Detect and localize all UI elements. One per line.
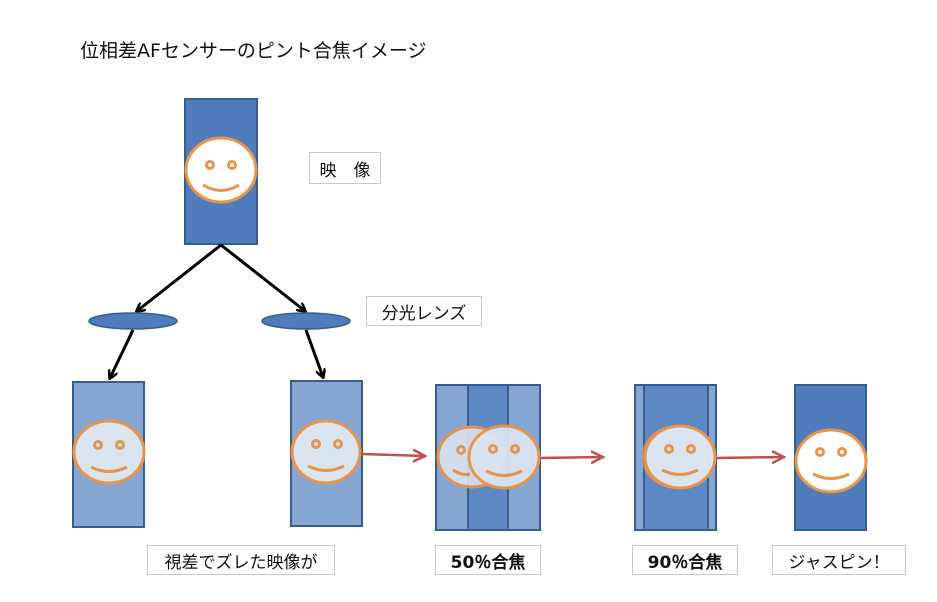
smiley-face-icon bbox=[641, 424, 717, 490]
focus-100-image bbox=[794, 384, 868, 531]
label-parallax: 視差でズレた映像が bbox=[147, 545, 335, 575]
split-image-right bbox=[290, 380, 363, 527]
smiley-face-icon bbox=[467, 424, 541, 490]
label-splitter-lens: 分光レンズ bbox=[366, 296, 482, 326]
focus-50-image bbox=[435, 384, 541, 531]
smiley-face-icon bbox=[72, 419, 146, 485]
smiley-face-icon bbox=[290, 419, 362, 485]
focus-90-image bbox=[634, 384, 717, 531]
diagram-title: 位相差AFセンサーのピント合焦イメージ bbox=[80, 40, 427, 62]
progress-arrow-2 bbox=[539, 457, 603, 458]
lens-arrow-right bbox=[304, 329, 323, 377]
split-arrow-left bbox=[137, 243, 222, 311]
progress-arrow-1 bbox=[361, 454, 425, 456]
lens-left bbox=[88, 312, 178, 330]
smiley-face-icon bbox=[794, 428, 868, 494]
label-just-focus: ジャスピン！ bbox=[772, 545, 906, 575]
split-arrow-right bbox=[220, 243, 305, 311]
smiley-face-icon bbox=[184, 136, 258, 204]
label-focus-50: 50％合焦 bbox=[435, 545, 541, 575]
progress-arrow-3 bbox=[715, 457, 784, 458]
lens-right bbox=[261, 312, 351, 330]
label-focus-90: 90％合焦 bbox=[632, 545, 738, 575]
lens-arrow-left bbox=[110, 329, 135, 378]
source-image bbox=[184, 98, 258, 245]
split-image-left bbox=[72, 381, 146, 528]
label-image: 映 像 bbox=[309, 152, 381, 184]
